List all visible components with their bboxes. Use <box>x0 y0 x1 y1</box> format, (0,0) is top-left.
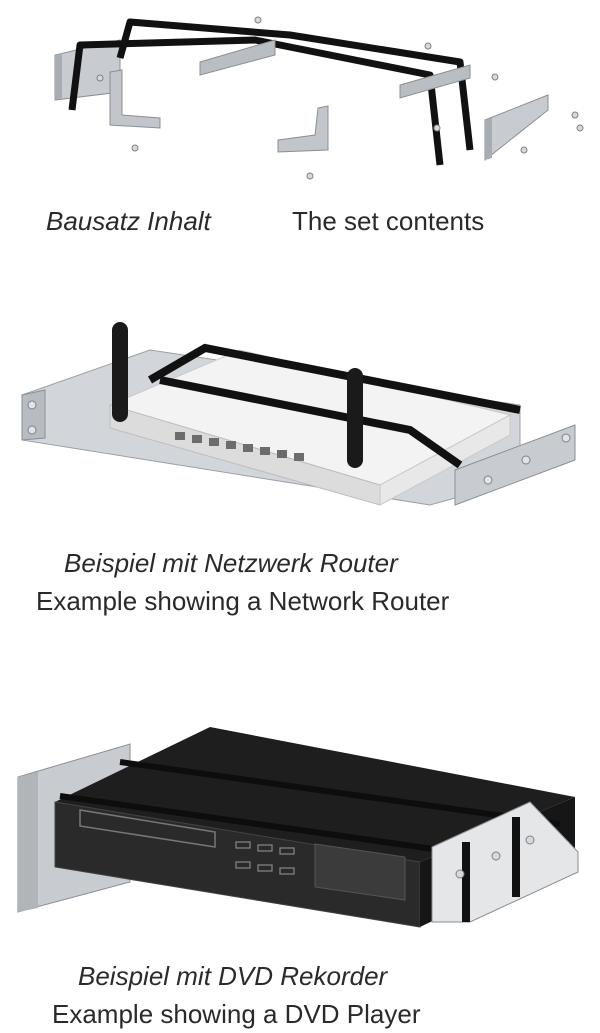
caption-dvd-example: Beispiel mit DVD Rekorder Example showin… <box>0 961 600 1033</box>
kit-parts-drawing <box>54 16 584 180</box>
router-example-label-de: Beispiel mit Netzwerk Router <box>64 548 398 578</box>
router-rack-drawing <box>21 322 576 506</box>
kit-contents-label-de: Bausatz Inhalt <box>46 206 211 236</box>
dvd-example-label-en: Example showing a DVD Player <box>52 999 421 1029</box>
caption-kit-contents: Bausatz Inhalt The set contents <box>0 206 600 242</box>
dvd-example-label-de: Beispiel mit DVD Rekorder <box>78 961 388 991</box>
caption-router-example: Beispiel mit Netzwerk Router Example sho… <box>0 548 600 620</box>
kit-contents-label-en: The set contents <box>292 206 485 236</box>
router-example-label-en: Example showing a Network Router <box>36 586 450 616</box>
kit-contents-illustration <box>0 0 600 185</box>
router-example-illustration <box>0 310 600 520</box>
dvd-rack-drawing <box>17 727 579 928</box>
dvd-example-illustration <box>0 722 600 937</box>
